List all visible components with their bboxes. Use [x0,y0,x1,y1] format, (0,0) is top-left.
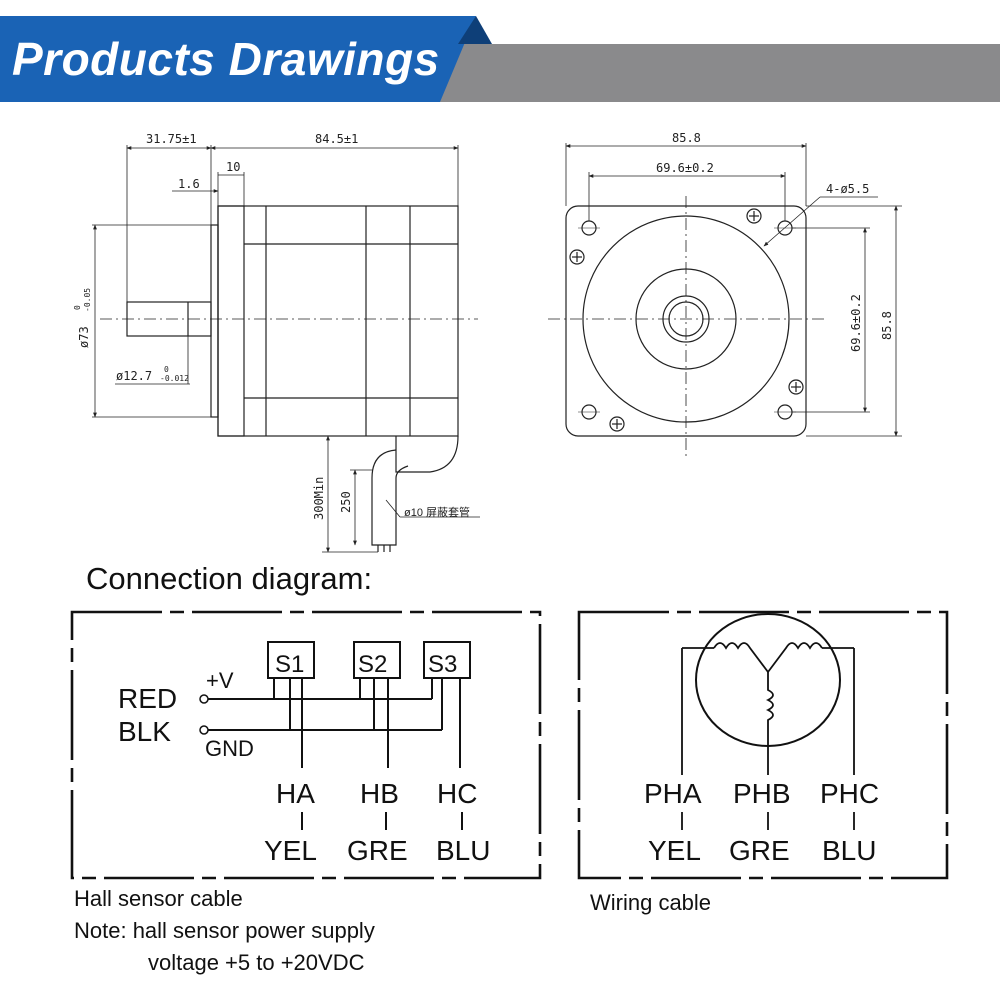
dim-boss: 1.6 [178,177,200,191]
coil-c [767,642,823,673]
screw-icon [788,379,804,395]
dim-shaft-length: 31.75±1 [146,132,197,146]
power-terminal [199,694,209,704]
cable-exit-housing [395,435,459,473]
dim-front-hole-spacing-h: 69.6±0.2 [656,161,714,175]
header-fold [458,16,492,44]
dim-pilot-dia-main: ø73 [77,326,91,348]
color-hc: BLU [436,835,490,866]
power-label: +V [206,668,234,693]
screw-icon [746,208,762,224]
dim-shaft-dia-lower: -0.012 [160,374,189,383]
ground-label: GND [205,736,254,761]
sleeve-leader [385,499,401,518]
dim-shaft-dia-main: ø12.7 [116,369,152,383]
header-blue-bar [0,16,476,102]
cable-sleeve [371,449,409,546]
dim-front-holes: 4-ø5.5 [826,182,869,196]
connection-diagram-title: Connection diagram: [86,561,373,596]
hall-caption: Hall sensor cable [74,886,243,911]
hall-sensor-diagram [70,610,542,880]
motor-boss [210,224,219,418]
dim-front-height: 85.8 [880,311,894,340]
sensor-s2-box [353,641,401,679]
phase-b: PHB [733,778,791,809]
power-wire-color: RED [118,683,177,714]
dim-pilot-dia: ø73 0 -0.05 [73,288,92,348]
winding-diagram [577,610,949,880]
winding-box-border [577,610,949,880]
phase-a: PHA [644,778,702,809]
ground-terminal [199,725,209,735]
dim-lead-total: 300Min [312,477,326,520]
sensor-s2-label: S2 [358,651,387,678]
phase-a-color: YEL [648,835,701,866]
ground-wire-color: BLK [118,716,171,747]
page-title: Products Drawings [12,33,440,85]
color-hb: GRE [347,835,408,866]
dim-pilot-dia-lower: -0.05 [83,288,92,312]
phase-b-color: GRE [729,835,790,866]
dim-flange: 10 [226,160,240,174]
dim-lead-part: 250 [339,491,353,513]
dim-front-hole-spacing-v: 69.6±0.2 [849,294,863,352]
dim-front-width: 85.8 [672,131,701,145]
phase-c-color: BLU [822,835,876,866]
hall-box-border [70,610,542,880]
dim-shaft-dia-upper: 0 [164,365,169,374]
header-banner-shape [0,16,1000,102]
header-gray-bar [440,44,1000,102]
front-view [548,143,902,460]
signal-hc: HC [437,778,477,809]
phase-c: PHC [820,778,879,809]
coil-a [713,642,769,673]
sensor-s3-box [423,641,471,679]
hole-leader [763,196,821,247]
header-banner: Products Drawings [0,0,1000,110]
winding-caption: Wiring cable [590,890,712,915]
side-view [92,145,480,553]
hall-note-line2: voltage +5 to +20VDC [148,950,365,975]
dim-pilot-dia-upper: 0 [73,305,82,310]
screw-icon [569,249,585,265]
signal-hb: HB [360,778,399,809]
hall-note-line1: Note: hall sensor power supply [74,918,375,943]
motor-flange [217,205,245,437]
sleeve-label: ø10 屏蔽套管 [404,505,470,519]
motor-body [217,205,459,437]
sensor-s1-label: S1 [275,651,304,678]
screw-icon [609,416,625,432]
dim-body-length: 84.5±1 [315,132,358,146]
color-ha: YEL [264,835,317,866]
sensor-s3-label: S3 [428,651,457,678]
signal-ha: HA [276,778,315,809]
coil-b [765,672,774,742]
